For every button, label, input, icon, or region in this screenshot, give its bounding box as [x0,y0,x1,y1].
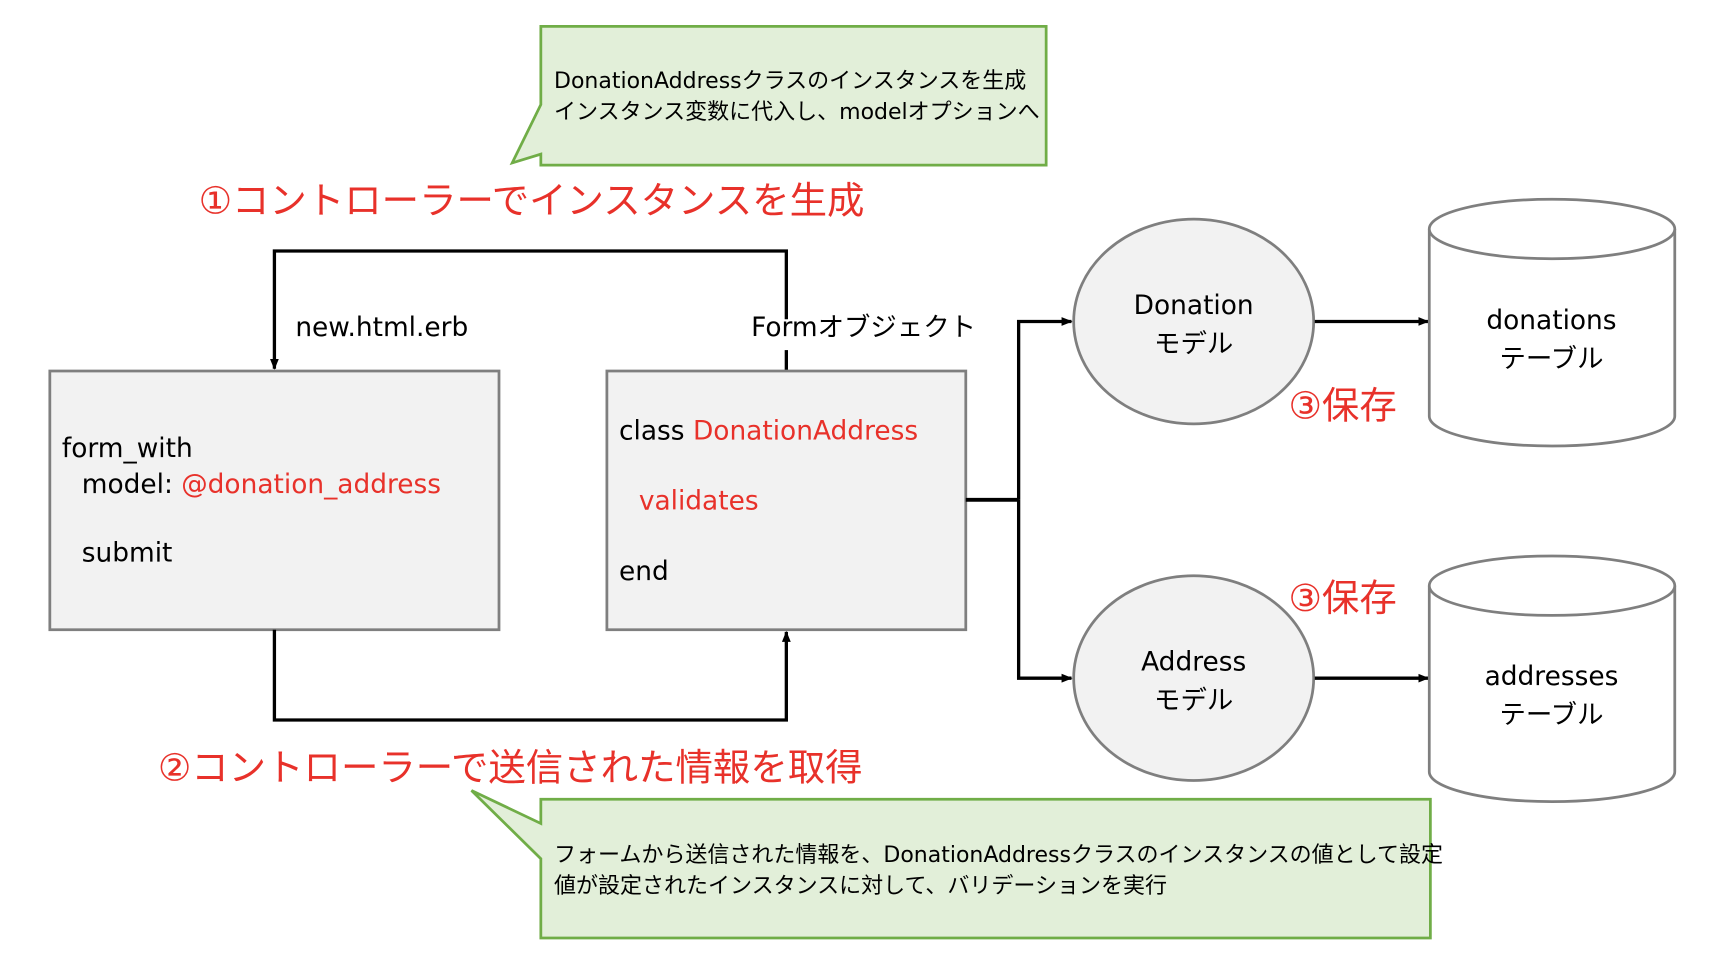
view-line-2-prefix: model: [82,469,173,500]
step2-title: ②コントローラーで送信された情報を取得 [158,746,863,790]
save-label-1: ③保存 [1288,383,1396,427]
view-box: form_with model: @donation_address submi… [48,369,501,632]
callout-bottom: フォームから送信された情報を、DonationAddressクラスのインスタンス… [470,789,1443,940]
callout-top-line-1: DonationAddressクラスのインスタンスを生成 [554,69,1026,94]
svg-text:class DonationAddress: class DonationAddress [619,415,918,446]
arrow-form-to-view [270,249,788,370]
svg-text:model: @donation_address: model: @donation_address [82,469,441,500]
view-line-1: form_with [62,433,193,464]
table-name: donations [1486,305,1616,336]
view-line-2-value: @donation_address [181,469,441,500]
arrow-view-to-form [272,629,791,722]
form-object-box: class DonationAddress validates end [605,369,968,632]
model-name: Address [1141,646,1246,677]
donation-model: Donation モデル [1072,217,1316,426]
donations-table: donations テーブル [1427,197,1677,448]
model-sub: モデル [1154,328,1233,359]
table-name: addresses [1485,661,1619,692]
callout-top-line-2: インスタンス変数に代入し、modelオプションへ [554,100,1040,125]
model-name: Donation [1134,290,1254,321]
addresses-table: addresses テーブル [1427,554,1677,803]
view-line-3: submit [82,537,173,568]
callout-top: DonationAddressクラスのインスタンスを生成 インスタンス変数に代入… [509,25,1048,167]
label-view: new.html.erb [295,312,468,343]
arrow-to-address-model [1016,499,1073,683]
save-label-2: ③保存 [1288,576,1396,620]
callout-bottom-line-1: フォームから送信された情報を、DonationAddressクラスのインスタンス… [554,843,1443,868]
arrow-to-donation-model [1016,317,1073,500]
form-line-1-value: DonationAddress [693,415,918,446]
callout-bottom-line-2: 値が設定されたインスタンスに対して、バリデーションを実行 [554,874,1167,899]
model-sub: モデル [1154,685,1233,716]
form-line-3: end [619,556,669,587]
label-form-object: Formオブジェクト [751,312,976,343]
table-sub: テーブル [1499,699,1603,730]
table-sub: テーブル [1499,344,1603,375]
step1-title: ①コントローラーでインスタンスを生成 [198,179,864,223]
address-model: Address モデル [1072,574,1316,782]
form-line-1-prefix: class [619,415,685,446]
form-line-2: validates [639,486,759,517]
